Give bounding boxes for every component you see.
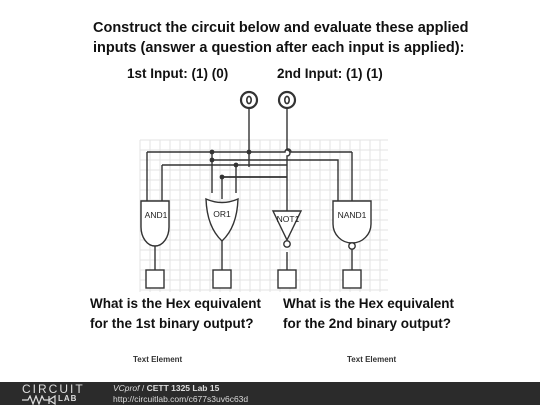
question-first: What is the Hex equivalent for the 1st b… (90, 294, 261, 334)
question-second-line-1: What is the Hex equivalent (283, 296, 455, 311)
nand-gate-label: NAND1 (338, 210, 367, 220)
question-first-line-2: for the 1st binary output? (90, 316, 254, 331)
nand-gate[interactable] (332, 200, 372, 250)
text-element-right: Text Element (347, 355, 397, 364)
first-input-label: 1st Input: (1) (0) (127, 66, 229, 81)
circuit-schematic: AND1 OR1 NOT1 NAND1 (139, 90, 388, 292)
project-url[interactable]: http://circuitlab.com/c677s3uv6c63d (113, 394, 249, 404)
input-switch-b[interactable] (277, 90, 297, 110)
output-probe-or[interactable] (212, 269, 232, 289)
second-input-label: 2nd Input: (1) (1) (277, 66, 383, 81)
question-second: What is the Hex equivalent for the 2nd b… (283, 294, 454, 334)
logo-text-top: CIRCUIT (22, 382, 85, 396)
output-probe-and[interactable] (145, 269, 165, 289)
question-first-line-1: What is the Hex equivalent (90, 296, 262, 311)
project-title[interactable]: CETT 1325 Lab 15 (146, 383, 220, 393)
instructions: Construct the circuit below and evaluate… (93, 18, 468, 58)
wires (146, 108, 353, 270)
author-separator: / (139, 383, 147, 393)
question-second-line-2: for the 2nd binary output? (283, 316, 451, 331)
not-gate-label: NOT1 (277, 214, 300, 224)
resistor-icon (22, 395, 56, 405)
instructions-line-1: Construct the circuit below and evaluate… (93, 20, 469, 36)
circuitlab-logo[interactable]: CIRCUIT LAB (22, 382, 92, 405)
output-probe-not[interactable] (277, 269, 297, 289)
logo-text-bottom: LAB (58, 394, 78, 403)
and-gate-label: AND1 (145, 210, 168, 220)
footer-bar: CIRCUIT LAB VCprof / CETT 1325 Lab 15 ht… (0, 382, 540, 405)
and-gate[interactable] (140, 200, 170, 247)
text-element-left: Text Element (133, 355, 183, 364)
or-gate-label: OR1 (213, 209, 231, 219)
instructions-line-2: inputs (answer a question after each inp… (93, 40, 465, 56)
not-gate[interactable] (271, 210, 303, 248)
project-info: VCprof / CETT 1325 Lab 15 (113, 383, 219, 393)
output-probe-nand[interactable] (342, 269, 362, 289)
author-link[interactable]: VCprof (113, 383, 140, 393)
or-gate[interactable] (205, 197, 239, 242)
input-switch-a[interactable] (239, 90, 259, 110)
junction-dots (209, 149, 252, 180)
